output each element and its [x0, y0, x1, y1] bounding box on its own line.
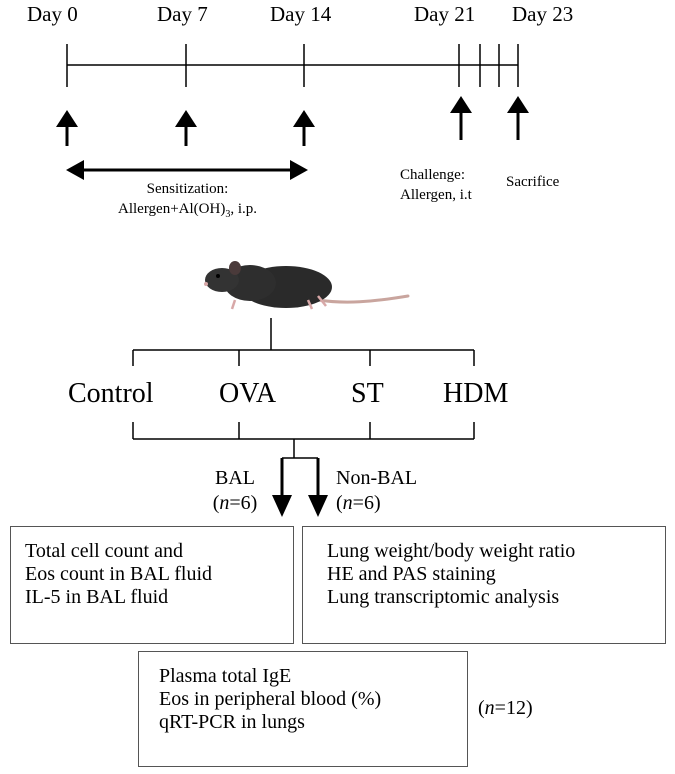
day-0-label: Day 0 [27, 2, 78, 26]
arrow-day-23 [507, 96, 529, 140]
sensitization-agent: Allergen+Al(OH) [118, 200, 226, 217]
split-arrows [272, 457, 328, 517]
group-ova: OVA [219, 378, 277, 409]
arrow-day-7 [175, 110, 197, 146]
bal-item-2: Eos count in BAL fluid [25, 563, 213, 585]
non-bal-item-3: Lung transcriptomic analysis [327, 586, 560, 608]
sensitization-title: Sensitization: [146, 181, 229, 197]
total-n-value: =12) [494, 697, 533, 719]
bal-analysis-box: Total cell count and Eos count in BAL fl… [10, 526, 294, 644]
bal-item-1: Total cell count and [25, 540, 183, 562]
day-7-label: Day 7 [157, 2, 208, 26]
day-14-label: Day 14 [270, 2, 332, 26]
non-bal-split-label: Non-BAL (n=6) [336, 466, 417, 516]
bal-label: BAL [215, 467, 255, 489]
sacrifice-label: Sacrifice [506, 174, 560, 190]
non-bal-label: Non-BAL [336, 467, 418, 489]
plasma-item-1: Plasma total IgE [159, 665, 292, 687]
challenge-detail: Allergen, i.t [400, 186, 472, 203]
group-hdm: HDM [443, 378, 509, 409]
non-bal-item-2: HE and PAS staining [327, 563, 496, 585]
bal-n-value: =6) [229, 492, 258, 514]
group-control: Control [68, 378, 154, 409]
up-arrows [56, 96, 529, 146]
sensitization-route: , i.p. [230, 200, 257, 217]
sensitization-span-arrow [66, 160, 308, 180]
challenge-title: Challenge: [400, 167, 465, 183]
non-bal-n: (n=6) [336, 492, 381, 514]
group-bracket-top [132, 318, 475, 366]
plasma-analysis-box: Plasma total IgE Eos in peripheral blood… [138, 651, 468, 767]
day-23-label: Day 23 [512, 2, 574, 26]
arrow-day-21 [450, 96, 472, 140]
total-n-open: ( [478, 697, 485, 719]
sensitization-label: Sensitization: Allergen+Al(OH)3, i.p. [80, 180, 295, 221]
non-bal-arrow [308, 495, 328, 517]
sensitization-subscript: 3 [225, 208, 231, 220]
non-bal-n-value: =6) [352, 492, 381, 514]
bal-split-label: BAL (n=6) [200, 466, 270, 516]
group-st: ST [351, 378, 384, 409]
sensitization-detail: Allergen+Al(OH)3, i.p. [118, 200, 257, 220]
mouse-image [204, 261, 410, 310]
bal-arrow [272, 495, 292, 517]
arrow-day-0 [56, 110, 78, 146]
bal-n-open: ( [212, 492, 220, 514]
bal-n: (n=6) [213, 492, 258, 514]
group-bracket-bottom [132, 422, 475, 458]
challenge-label: Challenge: Allergen, i.t [400, 166, 472, 205]
timeline [66, 44, 519, 87]
plasma-item-2: Eos in peripheral blood (%) [159, 688, 382, 710]
non-bal-n-var: n [342, 492, 353, 514]
bal-item-3: IL-5 in BAL fluid [25, 586, 169, 608]
bal-n-var: n [219, 492, 230, 514]
day-21-label: Day 21 [414, 2, 476, 26]
non-bal-analysis-box: Lung weight/body weight ratio HE and PAS… [302, 526, 666, 644]
total-n-var: n [484, 697, 495, 719]
arrow-day-14 [293, 110, 315, 146]
non-bal-n-open: ( [336, 492, 343, 514]
plasma-item-3: qRT-PCR in lungs [159, 711, 305, 733]
non-bal-item-1: Lung weight/body weight ratio [327, 540, 576, 562]
total-n-label: (n=12) [478, 698, 533, 718]
